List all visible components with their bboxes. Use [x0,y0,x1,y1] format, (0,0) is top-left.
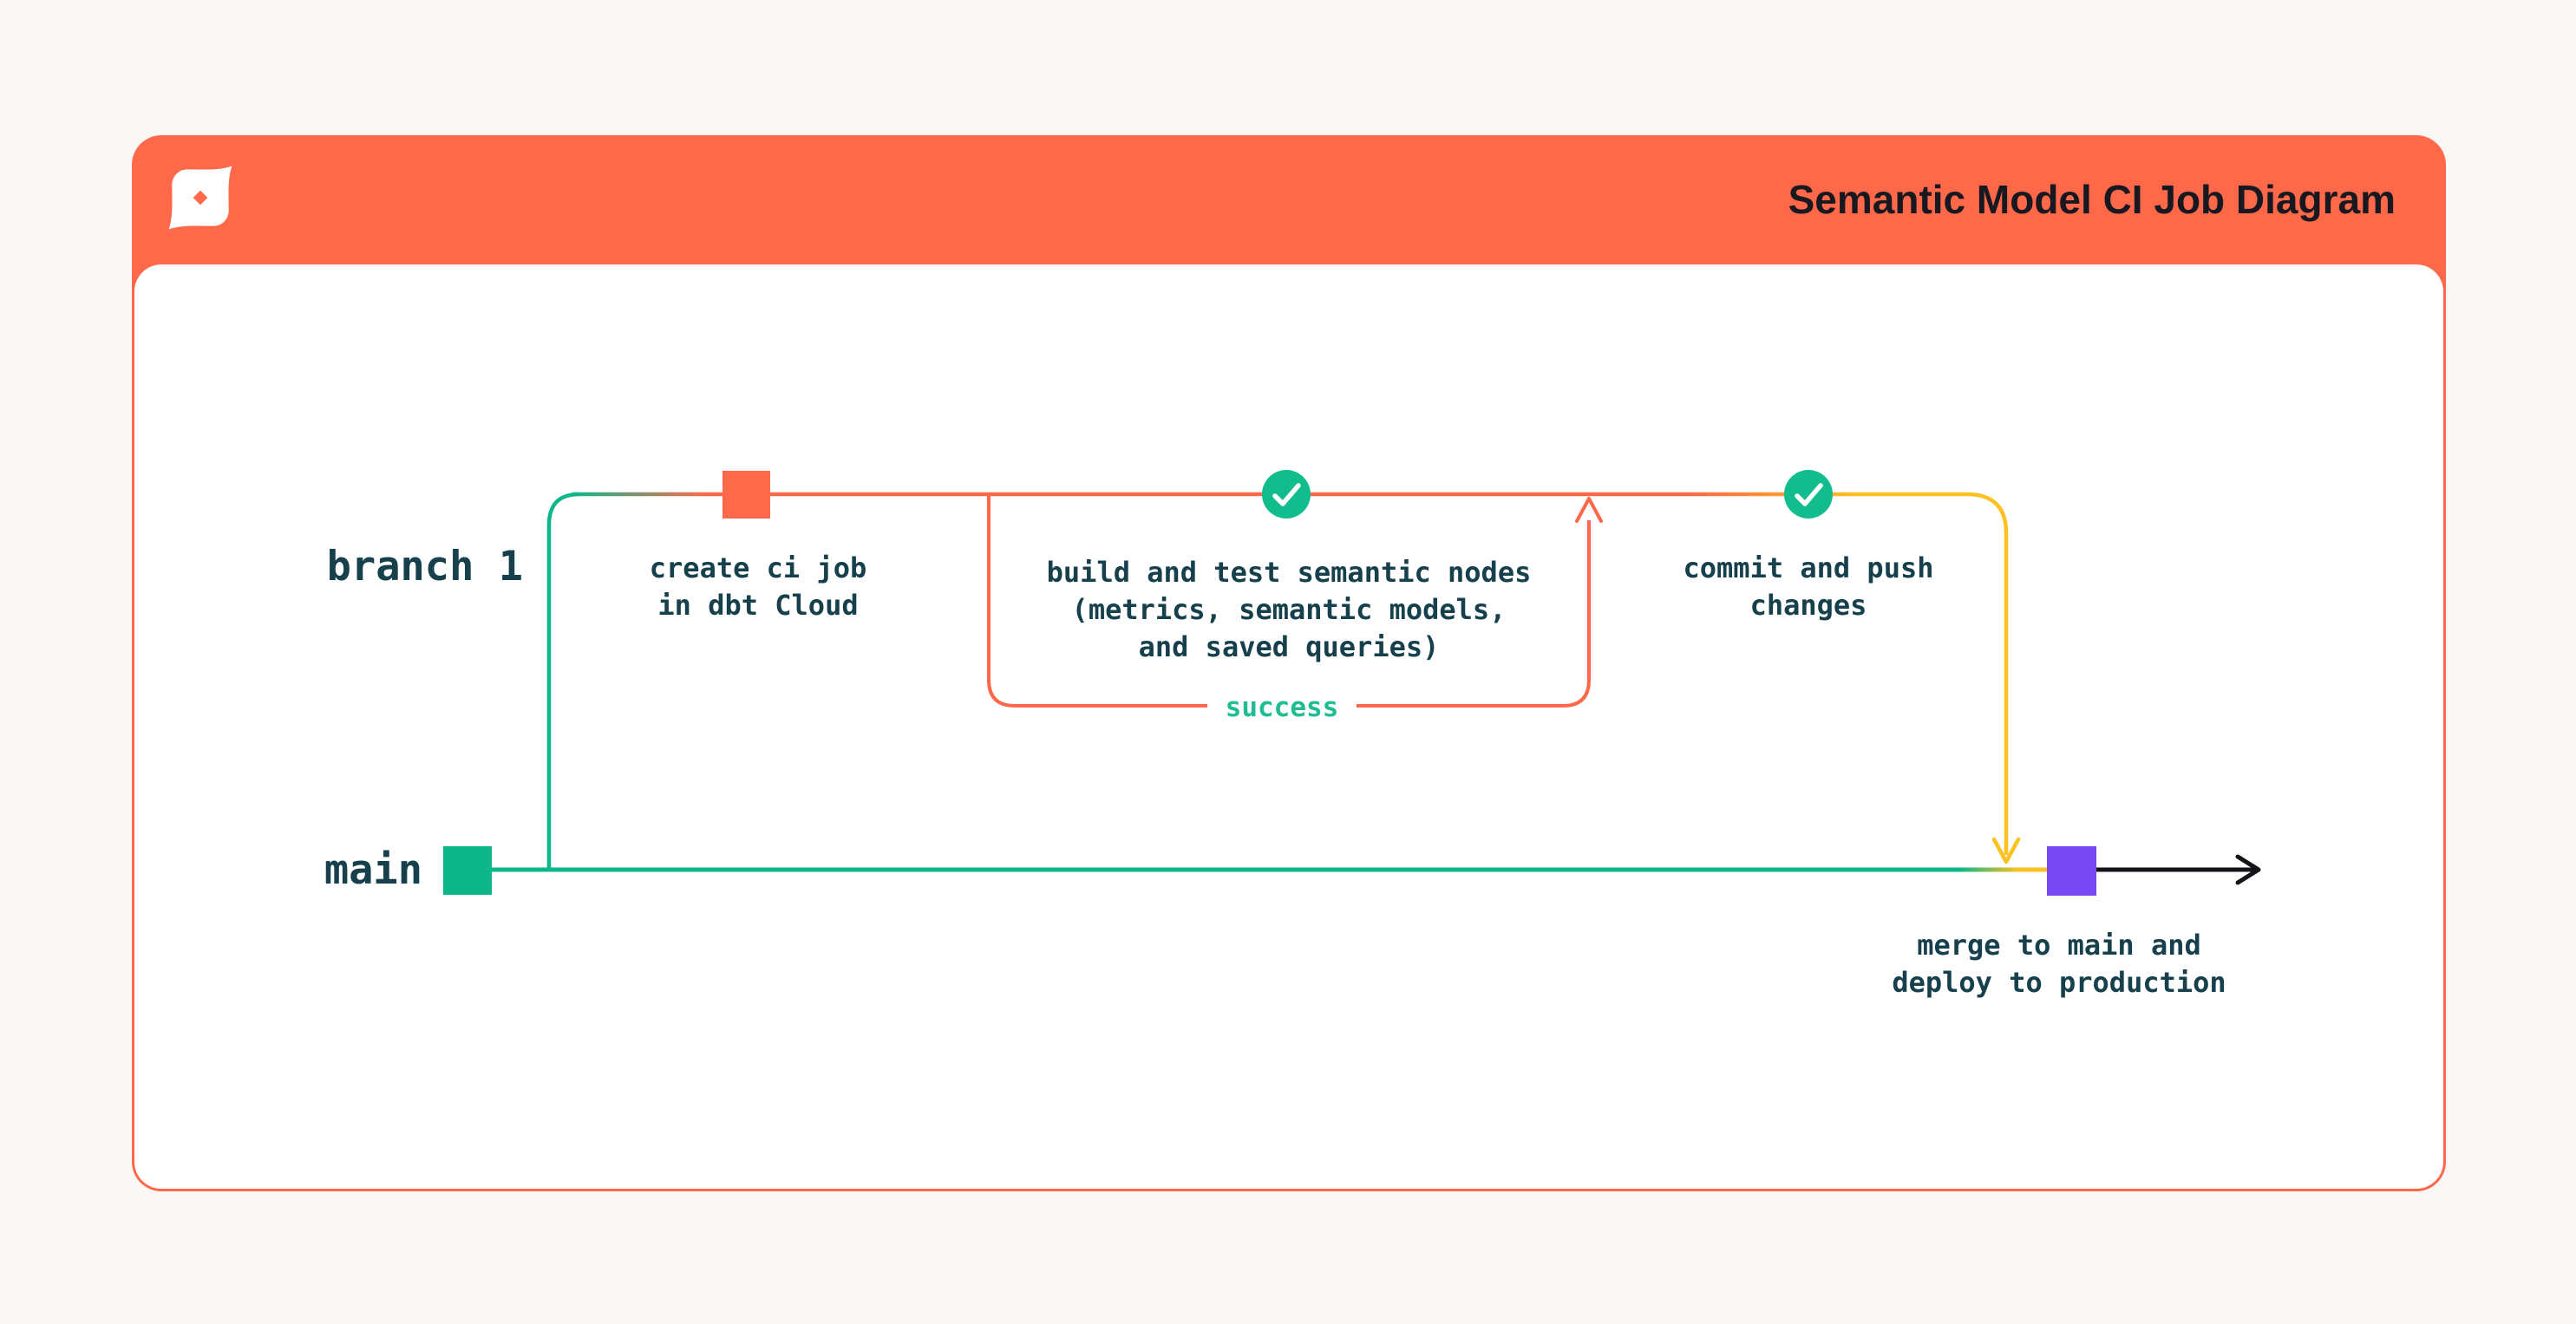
node-build-test-label: build and test semantic nodes (metrics, … [1047,556,1532,663]
branch-line [572,492,2009,855]
svg-text:commit and push: commit and push [1684,551,1934,584]
create-ci-commit-square [722,471,770,519]
svg-text:(metrics, semantic models,: (metrics, semantic models, [1072,593,1507,626]
arrow-down-icon [1991,837,2021,864]
branch-riser-line [546,492,580,870]
dbt-logo-icon [168,166,232,230]
success-label: success [1226,692,1339,723]
success-label-bg [1207,685,1357,727]
merge-commit-square [2047,846,2096,896]
node-commit-push-label: commit and push changes [1684,551,1934,622]
check-icon [1784,470,1833,519]
check-icon [1262,470,1311,519]
svg-text:build and test semantic nodes: build and test semantic nodes [1047,556,1532,589]
page-title: Semantic Model CI Job Diagram [1788,177,2396,222]
main-label: main [324,846,422,894]
arrow-up-icon [1575,497,1603,523]
main-commit-square [443,846,492,895]
node-merge-deploy-label: merge to main and deploy to production [1892,929,2226,999]
branch-label: branch 1 [327,543,523,590]
svg-text:and saved queries): and saved queries) [1139,630,1440,663]
card-header: Semantic Model CI Job Diagram [132,135,2446,264]
svg-text:in dbt Cloud: in dbt Cloud [657,589,858,622]
svg-text:merge to main and: merge to main and [1917,929,2201,962]
node-create-ci-label: create ci job in dbt Cloud [650,551,866,622]
arrow-right-icon [2235,854,2261,885]
svg-text:changes: changes [1750,589,1867,622]
svg-text:deploy to production: deploy to production [1892,966,2226,999]
svg-text:create ci job: create ci job [650,551,866,584]
